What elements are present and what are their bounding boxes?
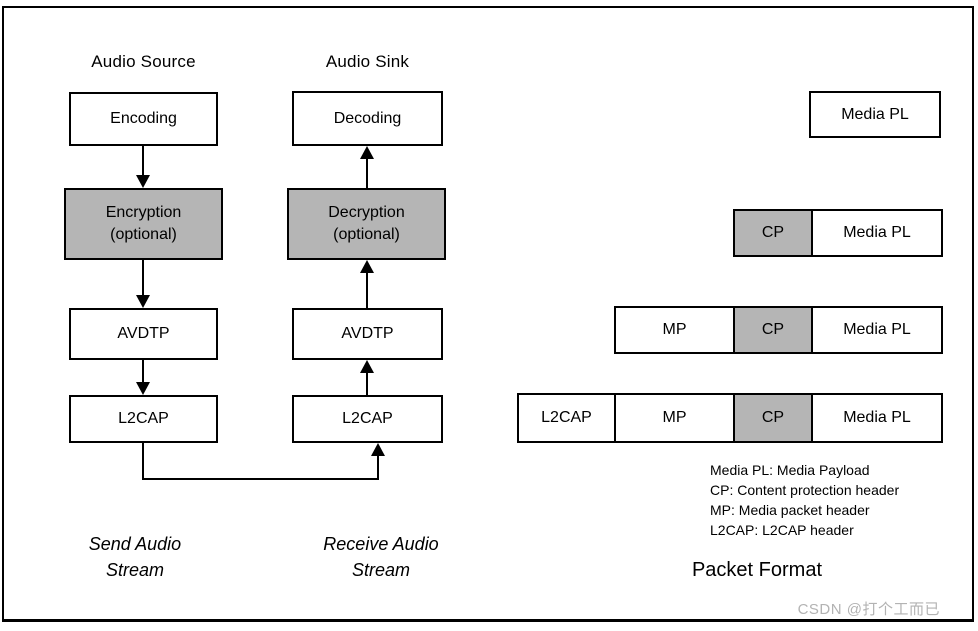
arrow-up-icon [360,146,374,159]
legend-line-mp: MP: Media packet header [710,502,870,518]
box-encryption-label-line1: Encryption [105,204,182,221]
arrow-encoding-to-encryption-stem [142,146,144,176]
arrow-decryption-to-decoding-stem [366,158,368,188]
segment-media-pl: Media PL [809,91,941,138]
box-avdtp-source-label: AVDTP [117,325,170,342]
connector-horizontal-segment [142,478,379,480]
segment-label: L2CAP [541,409,592,426]
box-l2cap-sink-label: L2CAP [342,410,393,427]
box-decryption-label-line1: Decryption [328,204,405,221]
arrow-avdtp-to-decryption-stem [366,272,368,308]
arrow-down-icon [136,382,150,395]
box-encryption-label-line2: (optional) [110,226,177,243]
box-encoding: Encoding [69,92,218,146]
csdn-watermark: CSDN @打个工而已 [797,601,940,618]
send-audio-stream-line2: Stream [105,560,165,580]
segment-label: CP [761,224,785,241]
segment-label: Media PL [841,105,909,123]
segment-media-pl: Media PL [811,306,943,354]
packet-legend: Media PL: Media Payload CP: Content prot… [710,460,899,540]
segment-media-pl: Media PL [811,393,943,443]
send-audio-stream-caption: Send Audio Stream [50,531,220,583]
segment-mp: MP [614,393,735,443]
segment-label: CP [761,409,785,426]
packet-row-1: Media PL [809,91,941,138]
arrow-up-icon [371,443,385,456]
segment-cp: CP [733,209,813,257]
segment-label: MP [662,321,687,338]
audio-source-header: Audio Source [91,52,196,71]
segment-label: Media PL [843,409,911,426]
segment-label: Media PL [843,321,911,338]
box-l2cap-source: L2CAP [69,395,218,443]
box-l2cap-sink: L2CAP [292,395,443,443]
segment-label: Media PL [843,224,911,241]
packet-row-4: L2CAP MP CP Media PL [517,393,943,443]
legend-line-cp: CP: Content protection header [710,482,900,498]
receive-audio-stream-caption: Receive Audio Stream [296,531,466,583]
segment-cp: CP [733,393,813,443]
box-avdtp-sink: AVDTP [292,308,443,360]
box-decoding: Decoding [292,91,443,146]
segment-mp: MP [614,306,735,354]
send-audio-stream-line1: Send Audio [88,534,182,554]
box-l2cap-source-label: L2CAP [118,410,169,427]
segment-label: CP [761,321,785,338]
segment-l2cap: L2CAP [517,393,616,443]
segment-media-pl: Media PL [811,209,943,257]
arrow-avdtp-to-l2cap-stem [142,360,144,383]
segment-cp: CP [733,306,813,354]
outer-border [2,6,974,622]
arrow-encryption-to-avdtp-stem [142,260,144,296]
connector-down-segment [142,443,144,480]
legend-line-media-pl: Media PL: Media Payload [710,462,870,478]
legend-line-l2cap: L2CAP: L2CAP header [710,522,854,538]
receive-audio-stream-line1: Receive Audio [323,534,439,554]
packet-row-3: MP CP Media PL [614,306,943,354]
box-decryption-label-line2: (optional) [333,226,400,243]
box-encoding-label: Encoding [110,110,177,127]
arrow-down-icon [136,175,150,188]
box-avdtp-sink-label: AVDTP [341,325,394,342]
arrow-up-icon [360,360,374,373]
box-decryption: Decryption (optional) [287,188,446,260]
arrow-l2cap-to-avdtp-stem [366,372,368,395]
audio-sink-header: Audio Sink [325,52,410,71]
box-encryption: Encryption (optional) [64,188,223,260]
box-avdtp-source: AVDTP [69,308,218,360]
arrow-down-icon [136,295,150,308]
arrow-up-icon [360,260,374,273]
packet-format-title: Packet Format [691,559,823,581]
packet-row-2: CP Media PL [733,209,943,257]
segment-label: MP [662,409,687,426]
receive-audio-stream-line2: Stream [351,560,411,580]
connector-up-segment [377,454,379,479]
box-decoding-label: Decoding [333,109,402,127]
